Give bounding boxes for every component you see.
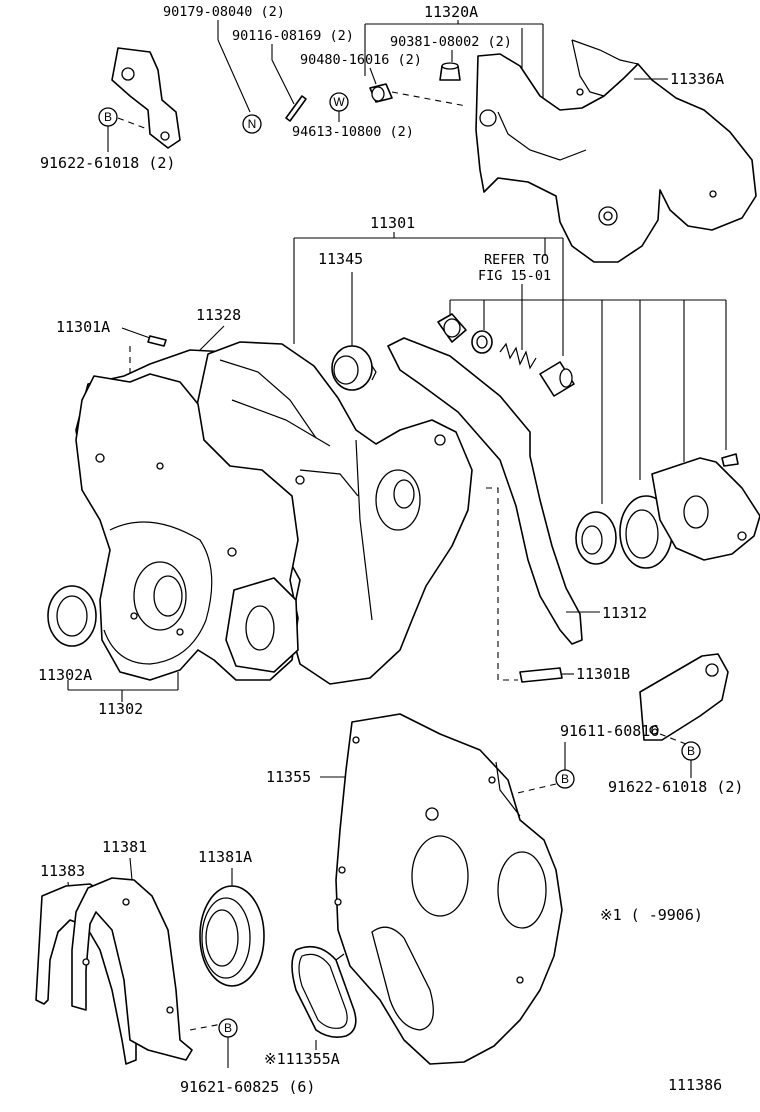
label-11301B: 11301B	[576, 665, 630, 683]
label-91622-61018-right: 91622-61018 (2)	[608, 778, 743, 796]
relief-valve-plug	[437, 313, 467, 343]
engine-rear-plate-11355	[334, 713, 563, 1065]
oil-seal-11345	[331, 345, 377, 391]
svg-text:B: B	[687, 744, 695, 758]
label-11381: 11381	[102, 838, 147, 856]
label-94613-10800: 94613-10800 (2)	[292, 124, 414, 140]
oil-pump-cover	[651, 457, 760, 561]
label-11336A: 11336A	[670, 70, 724, 88]
svg-text:B: B	[104, 110, 112, 124]
label-refer-to: REFER TO	[484, 252, 549, 268]
gasket-ring-small	[471, 330, 493, 354]
stud-bolt-small	[285, 95, 307, 122]
engine-bracket-right	[639, 653, 729, 741]
oil-pump-gear-inner	[575, 511, 617, 565]
valve-spring	[499, 342, 537, 370]
washer-callout-w: W	[329, 92, 349, 112]
label-11355: 11355	[266, 768, 311, 786]
relief-valve-piston	[539, 361, 575, 397]
label-90381-08002: 90381-08002 (2)	[390, 34, 512, 50]
stud-11301B	[519, 667, 563, 683]
rear-oil-seal-11381A	[199, 885, 265, 987]
dowel-pin-11301A	[147, 335, 167, 347]
label-11383: 11383	[40, 862, 85, 880]
label-fig-15-01: FIG 15-01	[478, 268, 551, 284]
label-90179-08040: 90179-08040 (2)	[163, 4, 285, 20]
svg-text:B: B	[224, 1021, 232, 1035]
bolt-callout-b-bottom: B	[218, 1018, 238, 1038]
label-11301: 11301	[370, 214, 415, 232]
label-11345: 11345	[318, 250, 363, 268]
label-11302: 11302	[98, 700, 143, 718]
label-11302A: 11302A	[38, 666, 92, 684]
plug-small	[439, 62, 461, 81]
dowel-pin-hollow	[369, 83, 393, 103]
label-91621-60825: 91621-60825 (6)	[180, 1078, 315, 1096]
oil-pump-bolt	[721, 453, 739, 467]
label-11312: 11312	[602, 604, 647, 622]
label-11328: 11328	[196, 306, 241, 324]
svg-text:N: N	[248, 117, 257, 131]
engine-bracket-left	[111, 47, 181, 149]
gasket-11312	[387, 337, 583, 645]
label-11381A: 11381A	[198, 848, 252, 866]
gasket-ring-111355A	[291, 945, 357, 1038]
figure-number: 111386	[668, 1076, 722, 1094]
oil-seal-retainer-11381	[71, 877, 193, 1061]
oil-seal-11302A	[47, 585, 97, 647]
label-91622-61018-top: 91622-61018 (2)	[40, 154, 175, 172]
nut-callout-n: N	[242, 114, 262, 134]
label-11301A: 11301A	[56, 318, 110, 336]
bolt-callout-b-right: B	[681, 741, 701, 761]
bolt-callout-b-plate: B	[555, 769, 575, 789]
svg-text:W: W	[333, 95, 345, 109]
label-111355A: ※111355A	[264, 1050, 340, 1068]
label-91611-60816: 91611-60816	[560, 722, 659, 740]
svg-text:B: B	[561, 772, 569, 786]
note-1-9906: ※1 ( -9906)	[600, 906, 703, 924]
label-90480-16016: 90480-16016 (2)	[300, 52, 422, 68]
label-90116-08169: 90116-08169 (2)	[232, 28, 354, 44]
timing-gear-cover-11302	[75, 373, 299, 681]
label-11320A: 11320A	[424, 3, 478, 21]
timing-gear-case-11301	[195, 341, 473, 685]
bolt-callout-b-top: B	[98, 107, 118, 127]
timing-cover-plate-11336A	[475, 39, 757, 263]
